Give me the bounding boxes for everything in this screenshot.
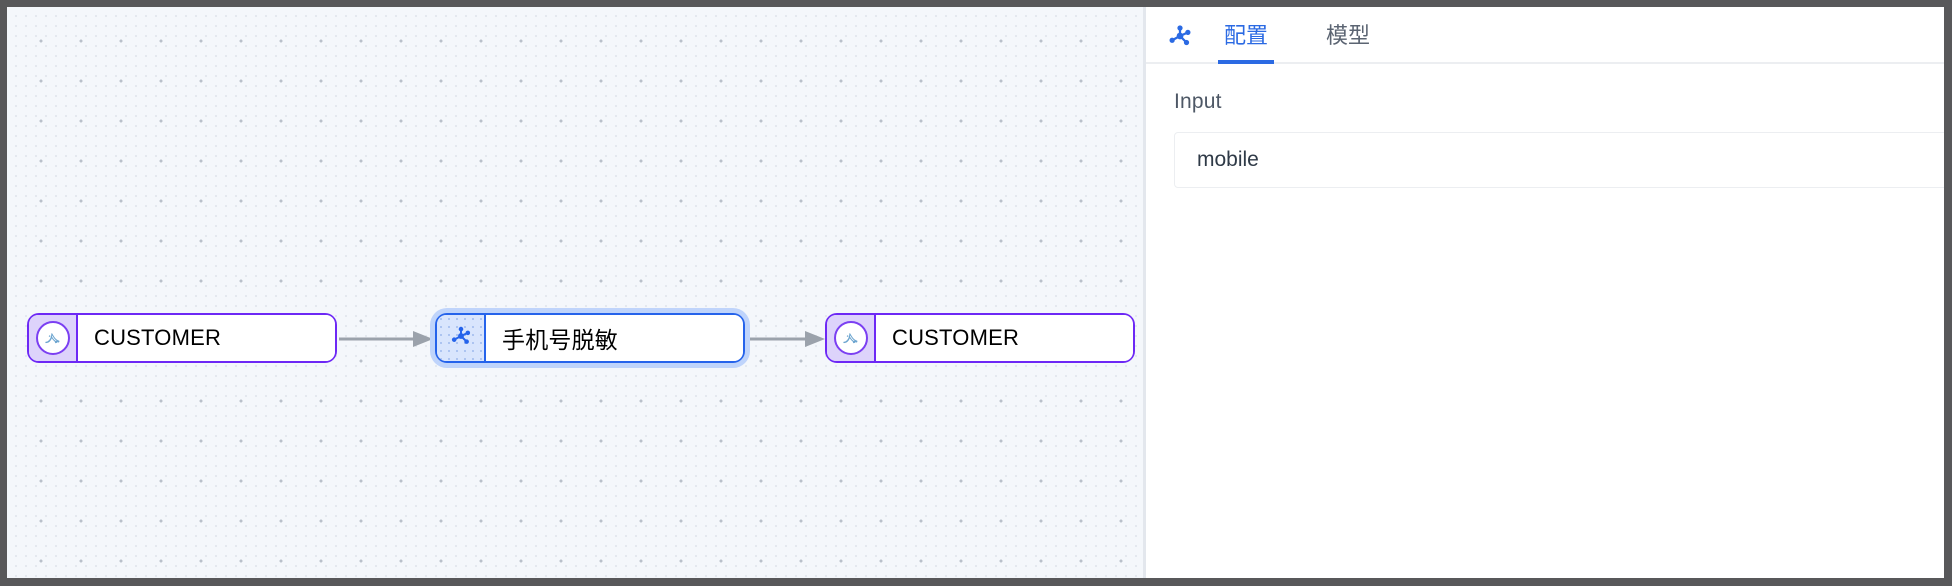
mysql-dolphin-icon: [833, 321, 868, 355]
input-field-value: mobile: [1197, 148, 1259, 171]
panel-tabbar: 配置 模型: [1146, 7, 1944, 64]
mysql-dolphin-icon: [35, 321, 70, 355]
panel-body: Input mobile: [1146, 64, 1944, 188]
node-icon-cell: [437, 315, 486, 361]
molecule-icon: [1160, 21, 1200, 51]
node-icon-cell: [29, 315, 78, 361]
flow-node-target-customer[interactable]: CUSTOMER: [825, 313, 1135, 363]
node-icon-cell: [827, 315, 876, 361]
flow-edge-transform-to-target[interactable]: [749, 329, 827, 349]
node-label-cell: CUSTOMER: [78, 315, 335, 361]
flow-node-source-customer[interactable]: CUSTOMER: [27, 313, 337, 363]
tab-config[interactable]: 配置: [1218, 7, 1275, 64]
properties-panel: 配置 模型 Input mobile: [1146, 7, 1944, 578]
molecule-icon: [448, 323, 474, 354]
flow-node-mobile-mask[interactable]: 手机号脱敏: [435, 313, 745, 363]
input-field-label: Input: [1174, 90, 1222, 113]
node-label-cell: CUSTOMER: [876, 315, 1133, 361]
tab-model[interactable]: 模型: [1326, 23, 1371, 48]
node-label: 手机号脱敏: [502, 327, 618, 353]
flow-canvas[interactable]: CUSTOMER: [7, 7, 1146, 578]
input-field[interactable]: mobile: [1174, 132, 1944, 188]
node-label: CUSTOMER: [94, 325, 222, 350]
node-label-cell: 手机号脱敏: [486, 315, 743, 361]
flow-edge-source-to-transform[interactable]: [339, 329, 435, 349]
canvas-panel-divider: [1143, 7, 1146, 578]
node-label: CUSTOMER: [892, 325, 1020, 350]
